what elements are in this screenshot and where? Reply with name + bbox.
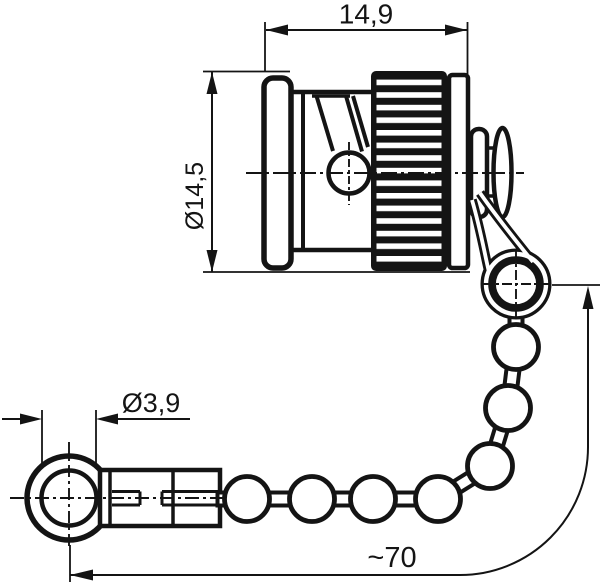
dimension-eyelet-diameter: Ø3,9	[2, 388, 190, 463]
knurled-coupling-ring	[371, 71, 447, 271]
arrowhead-left	[266, 24, 288, 36]
centerlines	[10, 142, 551, 548]
dimension-label-eyelet-diameter: Ø3,9	[122, 388, 181, 418]
chain-ball	[348, 474, 398, 524]
chain-ball	[413, 474, 463, 524]
chain-ball	[465, 441, 515, 491]
arrowhead-right-in	[20, 413, 42, 425]
arrowhead-left-in	[96, 413, 118, 425]
dimension-connector-width: 14,9	[264, 0, 469, 74]
chain-link	[393, 490, 418, 508]
dimension-chain-length: ~70	[69, 284, 600, 582]
chain-ball	[491, 322, 541, 372]
arrowhead-down	[206, 250, 218, 272]
chain-ball	[287, 474, 337, 524]
connector-back-ring	[446, 72, 471, 271]
dimension-connector-diameter: Ø14,5	[181, 70, 470, 273]
chain-ball	[483, 383, 533, 433]
arrowhead-left	[70, 569, 93, 581]
crimp-slot	[112, 490, 218, 507]
dimension-label-chain-length: ~70	[367, 542, 416, 574]
dimension-label-connector-diameter: Ø14,5	[181, 162, 209, 230]
arrowhead-up	[206, 72, 218, 94]
bayonet-slot	[312, 94, 370, 153]
chain-ball	[222, 474, 272, 524]
arrowhead-right	[445, 24, 467, 36]
dimension-label-connector-width: 14,9	[339, 0, 394, 30]
chain-link	[267, 490, 292, 508]
ball-chain	[215, 259, 541, 524]
arrowhead-up	[582, 286, 594, 309]
